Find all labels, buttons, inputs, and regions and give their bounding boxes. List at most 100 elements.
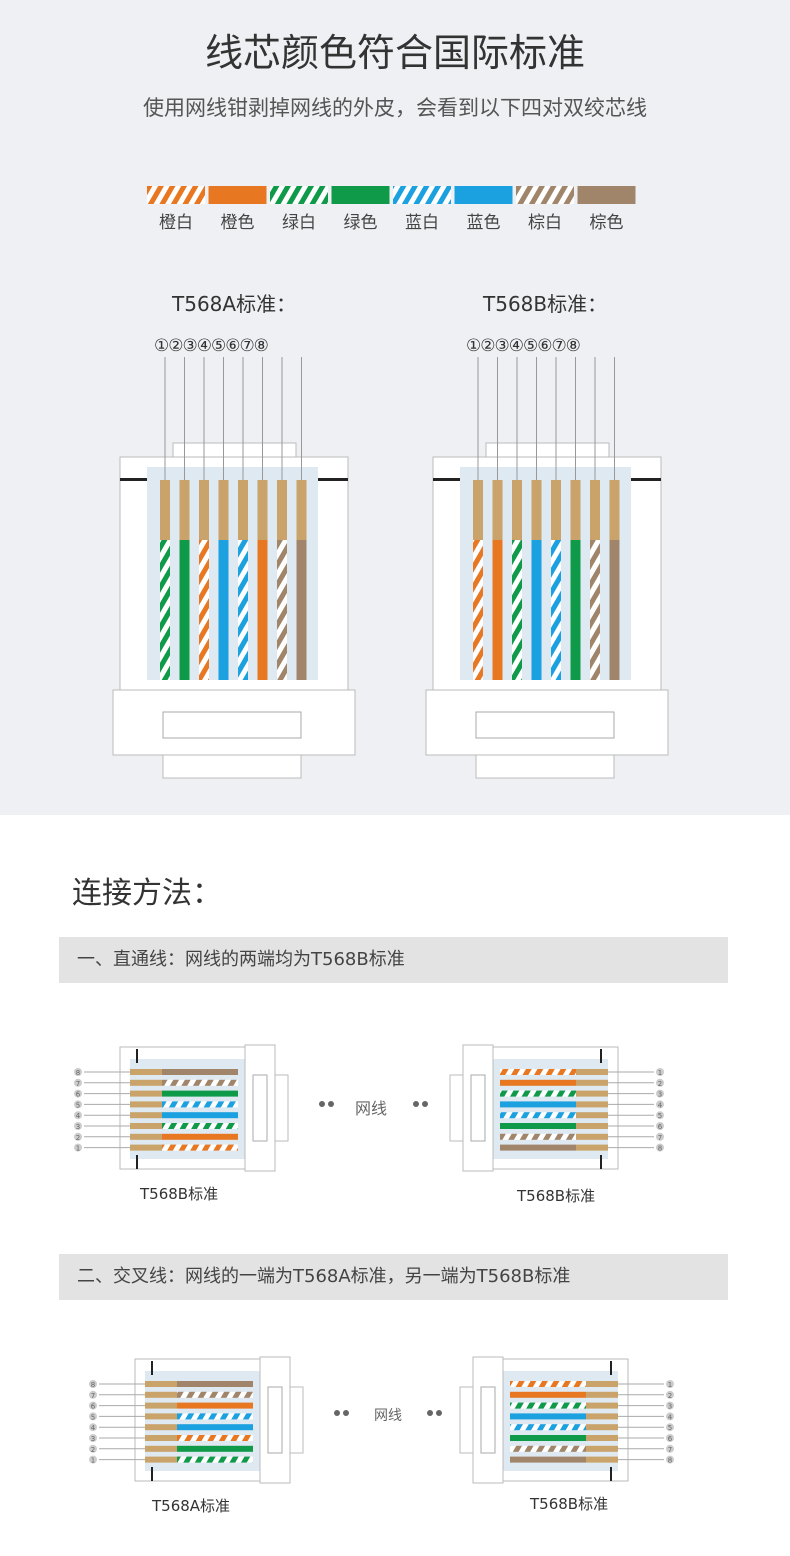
- pin-number-dot: [656, 1089, 664, 1098]
- wire-8: [609, 540, 620, 680]
- pin-number-dot: [656, 1111, 664, 1120]
- pin-number-dot: [74, 1111, 82, 1120]
- wire-7: [277, 540, 287, 680]
- connector-tab: [162, 754, 302, 779]
- gold-contact: [145, 1435, 177, 1441]
- wire: [177, 1424, 253, 1431]
- gold-contact: [130, 1069, 162, 1075]
- gold-contact: [551, 480, 561, 540]
- legend-label: 绿白: [282, 213, 316, 233]
- wire: [177, 1381, 253, 1387]
- gold-contact: [277, 480, 287, 540]
- pin-number: 5: [91, 1413, 95, 1421]
- gold-contact: [586, 1424, 618, 1431]
- wire: [177, 1456, 253, 1463]
- wire-5: [551, 540, 561, 680]
- wire-2: [492, 540, 503, 680]
- dot: [328, 1101, 334, 1107]
- wire: [177, 1391, 253, 1398]
- wire: [510, 1456, 586, 1463]
- pin-number: 2: [91, 1446, 95, 1454]
- pin-number-dot: [89, 1444, 97, 1453]
- latch-line: [318, 478, 348, 481]
- gold-contact: [586, 1456, 618, 1463]
- pin-number-dot: [656, 1122, 664, 1130]
- straight-through-bar: 一、直通线：网线的两端均为T568B标准: [59, 937, 728, 983]
- wire: [500, 1101, 576, 1108]
- wire: [500, 1144, 576, 1151]
- wire: [500, 1069, 576, 1075]
- pin-number-dot: [74, 1132, 82, 1141]
- pin-number-dot: [666, 1455, 674, 1464]
- gold-contact: [257, 480, 268, 540]
- wire: [177, 1435, 253, 1441]
- latch-line: [433, 478, 463, 481]
- pin-number-dot: [74, 1122, 82, 1130]
- wire: [162, 1069, 238, 1075]
- pin-number-dot: [666, 1401, 674, 1410]
- gold-contact: [586, 1413, 618, 1420]
- gold-contact: [586, 1445, 618, 1452]
- gold-contact: [130, 1123, 162, 1129]
- wire: [500, 1133, 576, 1140]
- legend-swatch-2: [208, 186, 267, 204]
- gold-contact: [130, 1112, 162, 1119]
- pin-number: 8: [668, 1457, 672, 1465]
- legend-swatch-3: [270, 186, 328, 204]
- latch-line: [600, 1155, 602, 1169]
- pin-number: 1: [91, 1457, 95, 1465]
- wire: [500, 1112, 576, 1119]
- wire: [177, 1445, 253, 1452]
- gold-contact: [512, 480, 522, 540]
- gold-contact: [145, 1391, 177, 1398]
- wire-3: [199, 540, 209, 680]
- connector-window: [503, 1371, 618, 1471]
- pin-number-dot: [89, 1434, 97, 1442]
- gold-contact: [145, 1381, 177, 1387]
- gold-contact: [531, 480, 542, 540]
- pin-number-dot: [666, 1423, 674, 1432]
- gold-contact: [296, 480, 307, 540]
- connector-tab: [449, 1074, 464, 1142]
- wire: [162, 1079, 238, 1086]
- wire: [500, 1123, 576, 1129]
- wire: [510, 1381, 586, 1387]
- straight-right-label: T568B标准: [517, 1187, 596, 1205]
- legend-label: 棕色: [589, 213, 624, 233]
- legend-swatch-1: [147, 186, 205, 204]
- pin-number: 8: [76, 1069, 80, 1077]
- cross-cable-label: 网线: [374, 1408, 402, 1424]
- pin-number-dot: [666, 1434, 674, 1442]
- pin-number-dot: [89, 1401, 97, 1410]
- gold-contact: [590, 480, 600, 540]
- legend-label: 绿色: [343, 213, 378, 233]
- latch-line: [151, 1467, 153, 1481]
- pin-number-dot: [656, 1143, 664, 1152]
- gold-contact: [576, 1144, 608, 1151]
- wire: [162, 1133, 238, 1140]
- wire: [162, 1112, 238, 1119]
- pin-number: 2: [76, 1134, 80, 1142]
- connector-tab: [289, 1386, 304, 1454]
- pin-number: 4: [668, 1413, 673, 1421]
- pin-number-dot: [656, 1068, 664, 1076]
- gold-contact: [145, 1456, 177, 1463]
- pin-number: 8: [91, 1381, 95, 1389]
- pin-number: 3: [91, 1435, 95, 1443]
- pin-number: 5: [668, 1424, 672, 1432]
- gold-contact: [130, 1133, 162, 1140]
- connector-slot: [470, 1074, 486, 1142]
- dot: [343, 1410, 349, 1416]
- wire: [510, 1445, 586, 1452]
- pin-number-dot: [89, 1380, 97, 1388]
- gold-contact: [130, 1144, 162, 1151]
- straight-right-connector: 12345678: [449, 1044, 664, 1172]
- t568b-label: T568B标准：: [483, 292, 608, 316]
- latch-line: [610, 1467, 612, 1481]
- gold-contact: [218, 480, 229, 540]
- pin-number: 3: [658, 1091, 662, 1099]
- gold-contact: [145, 1413, 177, 1420]
- gold-contact: [576, 1079, 608, 1086]
